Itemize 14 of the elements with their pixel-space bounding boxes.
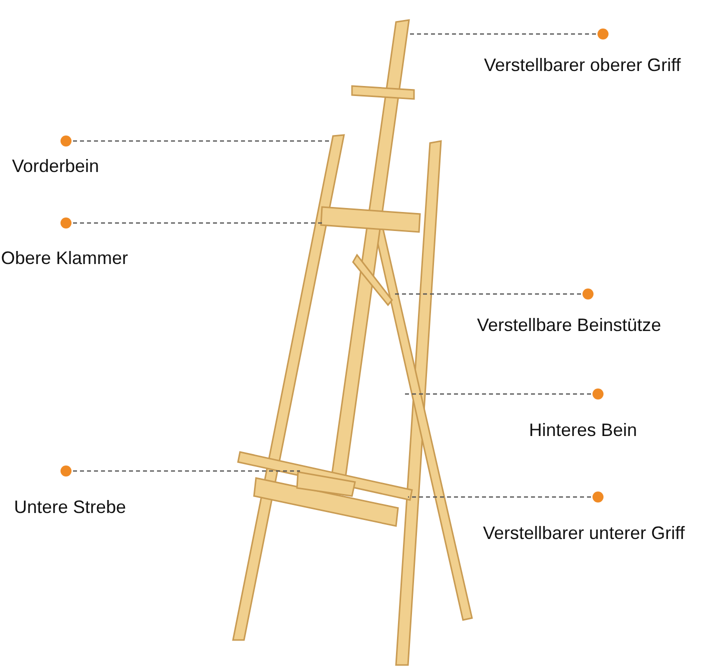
callout-label: Vorderbein: [12, 141, 100, 177]
leader-line: [404, 388, 604, 400]
callout-label: Untere Strebe: [14, 471, 126, 518]
leader-line: [60, 136, 330, 146]
leader-line: [60, 466, 300, 476]
leader-line: [410, 28, 608, 40]
leader-line: [60, 218, 322, 228]
callout-label: Obere Klammer: [1, 223, 128, 269]
callout-label: Verstellbare Beinstütze: [477, 294, 662, 336]
callout-label: Verstellbarer unterer Griff: [483, 497, 685, 544]
callout-label: Hinteres Bein: [529, 394, 638, 441]
callout-label: Verstellbarer oberer Griff: [484, 34, 681, 76]
leader-line: [408, 492, 604, 502]
leader-line: [392, 288, 594, 300]
